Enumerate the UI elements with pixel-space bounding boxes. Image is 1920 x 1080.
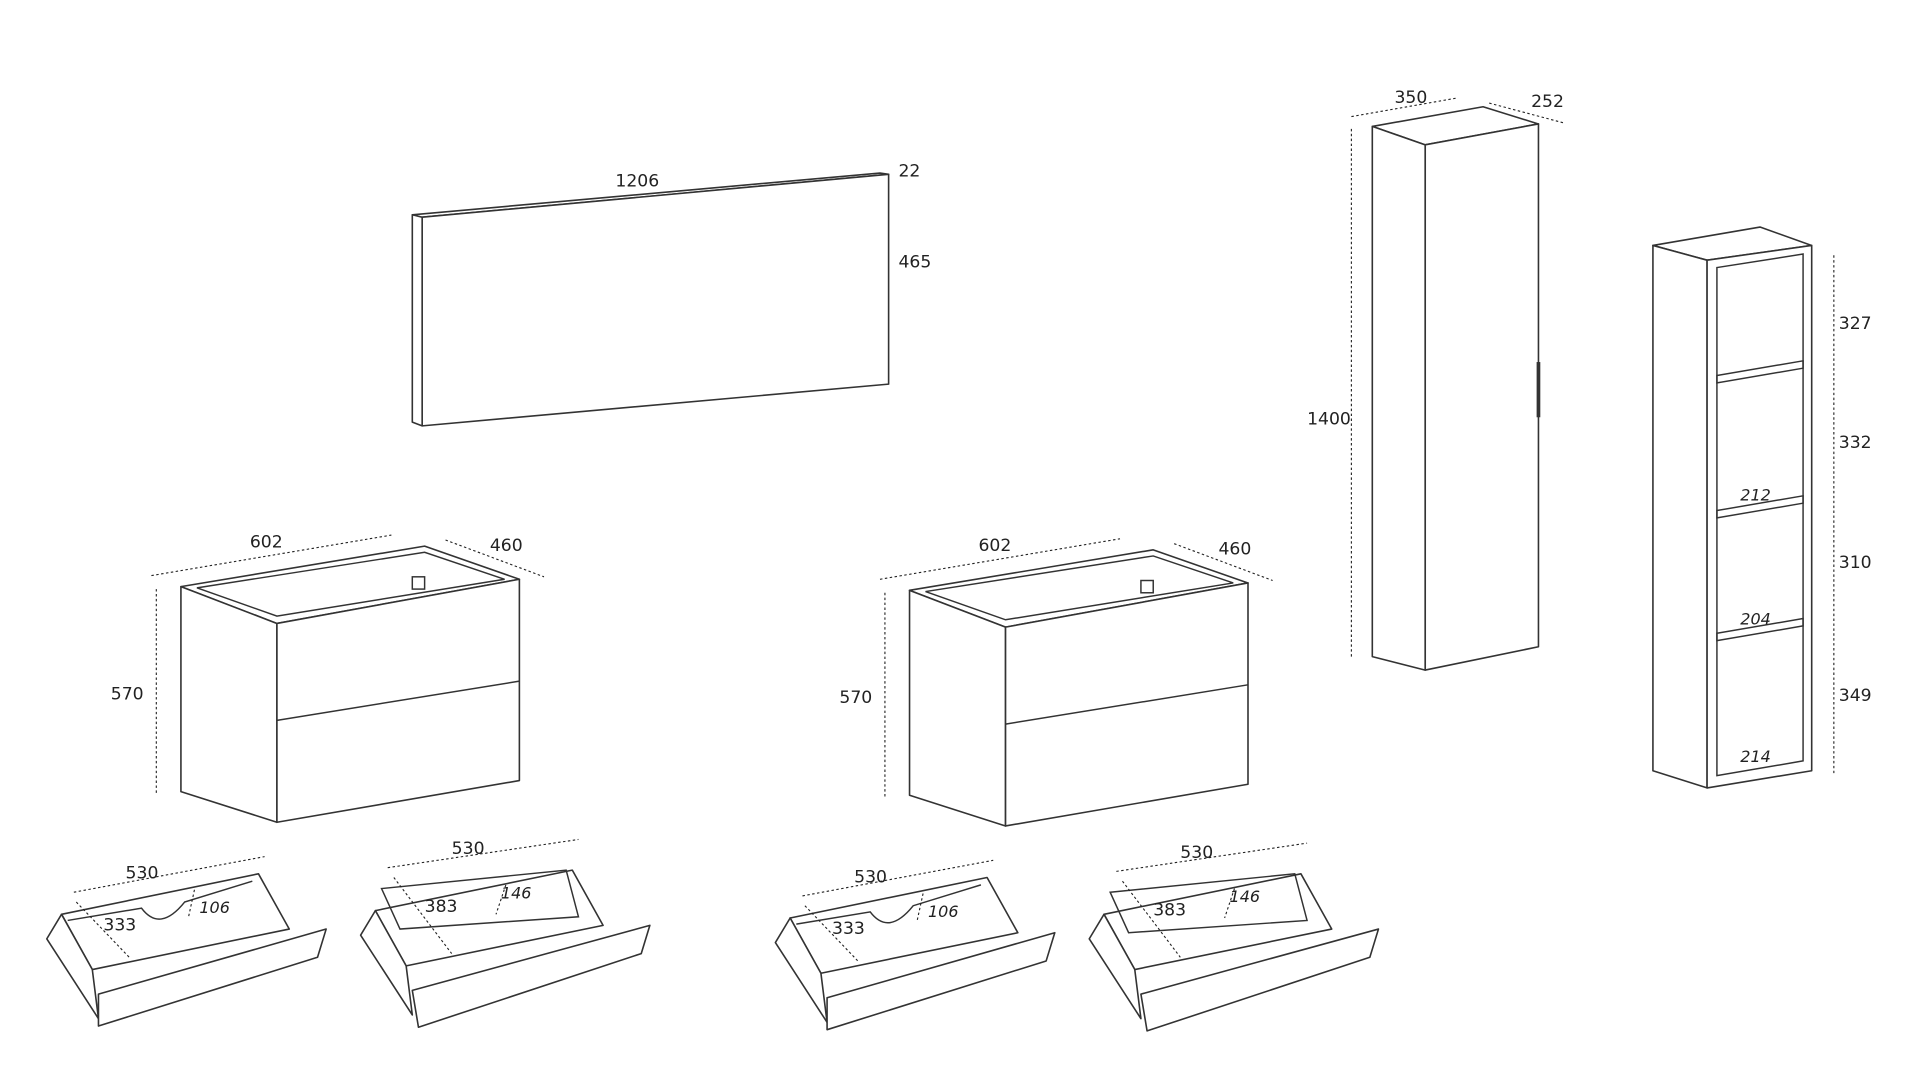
compartment-height-label: 310 [1839, 553, 1872, 573]
vanity-cabinet-right: 570 602 460 [839, 536, 1273, 827]
cabinet-depth-label: 460 [1218, 540, 1251, 560]
drawer-width-label: 530 [1180, 843, 1213, 863]
siphon-cutout-icon [1140, 579, 1154, 594]
drawer-depth-label: 383 [1153, 901, 1186, 921]
drawer-depth-label: 333 [103, 915, 136, 935]
mirror-width-label: 1206 [615, 172, 659, 192]
siphon-cutout-icon [411, 576, 426, 590]
drawer-full: 530 383 146 [359, 838, 651, 1029]
tall-cabinet-depth-label: 252 [1531, 92, 1564, 112]
drawer-depth-label: 383 [425, 897, 458, 917]
open-shelf-unit: 327 332 310 349 212 204 214 [1652, 226, 1872, 789]
mirror-height-label: 465 [898, 253, 931, 273]
drawer-width-label: 530 [452, 839, 485, 859]
shelf-depth-label: 212 [1740, 486, 1771, 505]
drawer-height-label: 146 [501, 883, 532, 902]
drawer-siphon: 530 333 106 [774, 859, 1056, 1031]
cabinet-depth-label: 460 [490, 536, 523, 556]
drawer-siphon: 530 333 106 [45, 856, 327, 1027]
drawer-height-label: 106 [928, 902, 959, 921]
cabinet-width-label: 602 [978, 536, 1011, 556]
drawer-height-label: 106 [199, 898, 230, 917]
compartment-height-label: 332 [1839, 433, 1872, 453]
compartment-height-label: 327 [1839, 314, 1872, 334]
cabinet-width-label: 602 [250, 532, 283, 552]
tall-cabinet: 1400 350 252 [1307, 88, 1564, 671]
mirror-depth-label: 22 [898, 162, 920, 182]
tall-cabinet-height-label: 1400 [1307, 410, 1351, 430]
shelf-depth-label: 214 [1740, 747, 1771, 766]
drawer-width-label: 530 [854, 867, 887, 887]
mirror-panel: 1206 22 465 [411, 162, 931, 427]
cabinet-height-label: 570 [111, 685, 144, 705]
drawer-depth-label: 333 [832, 919, 865, 939]
shelf-depth-label: 204 [1740, 610, 1771, 629]
drawer-full: 530 383 146 [1088, 842, 1380, 1032]
tall-cabinet-width-label: 350 [1394, 88, 1427, 108]
drawer-height-label: 146 [1230, 887, 1261, 906]
vanity-cabinet-left: 570 602 460 [111, 532, 545, 824]
cabinet-height-label: 570 [839, 688, 872, 708]
compartment-height-label: 349 [1839, 686, 1872, 706]
drawer-width-label: 530 [126, 864, 159, 884]
